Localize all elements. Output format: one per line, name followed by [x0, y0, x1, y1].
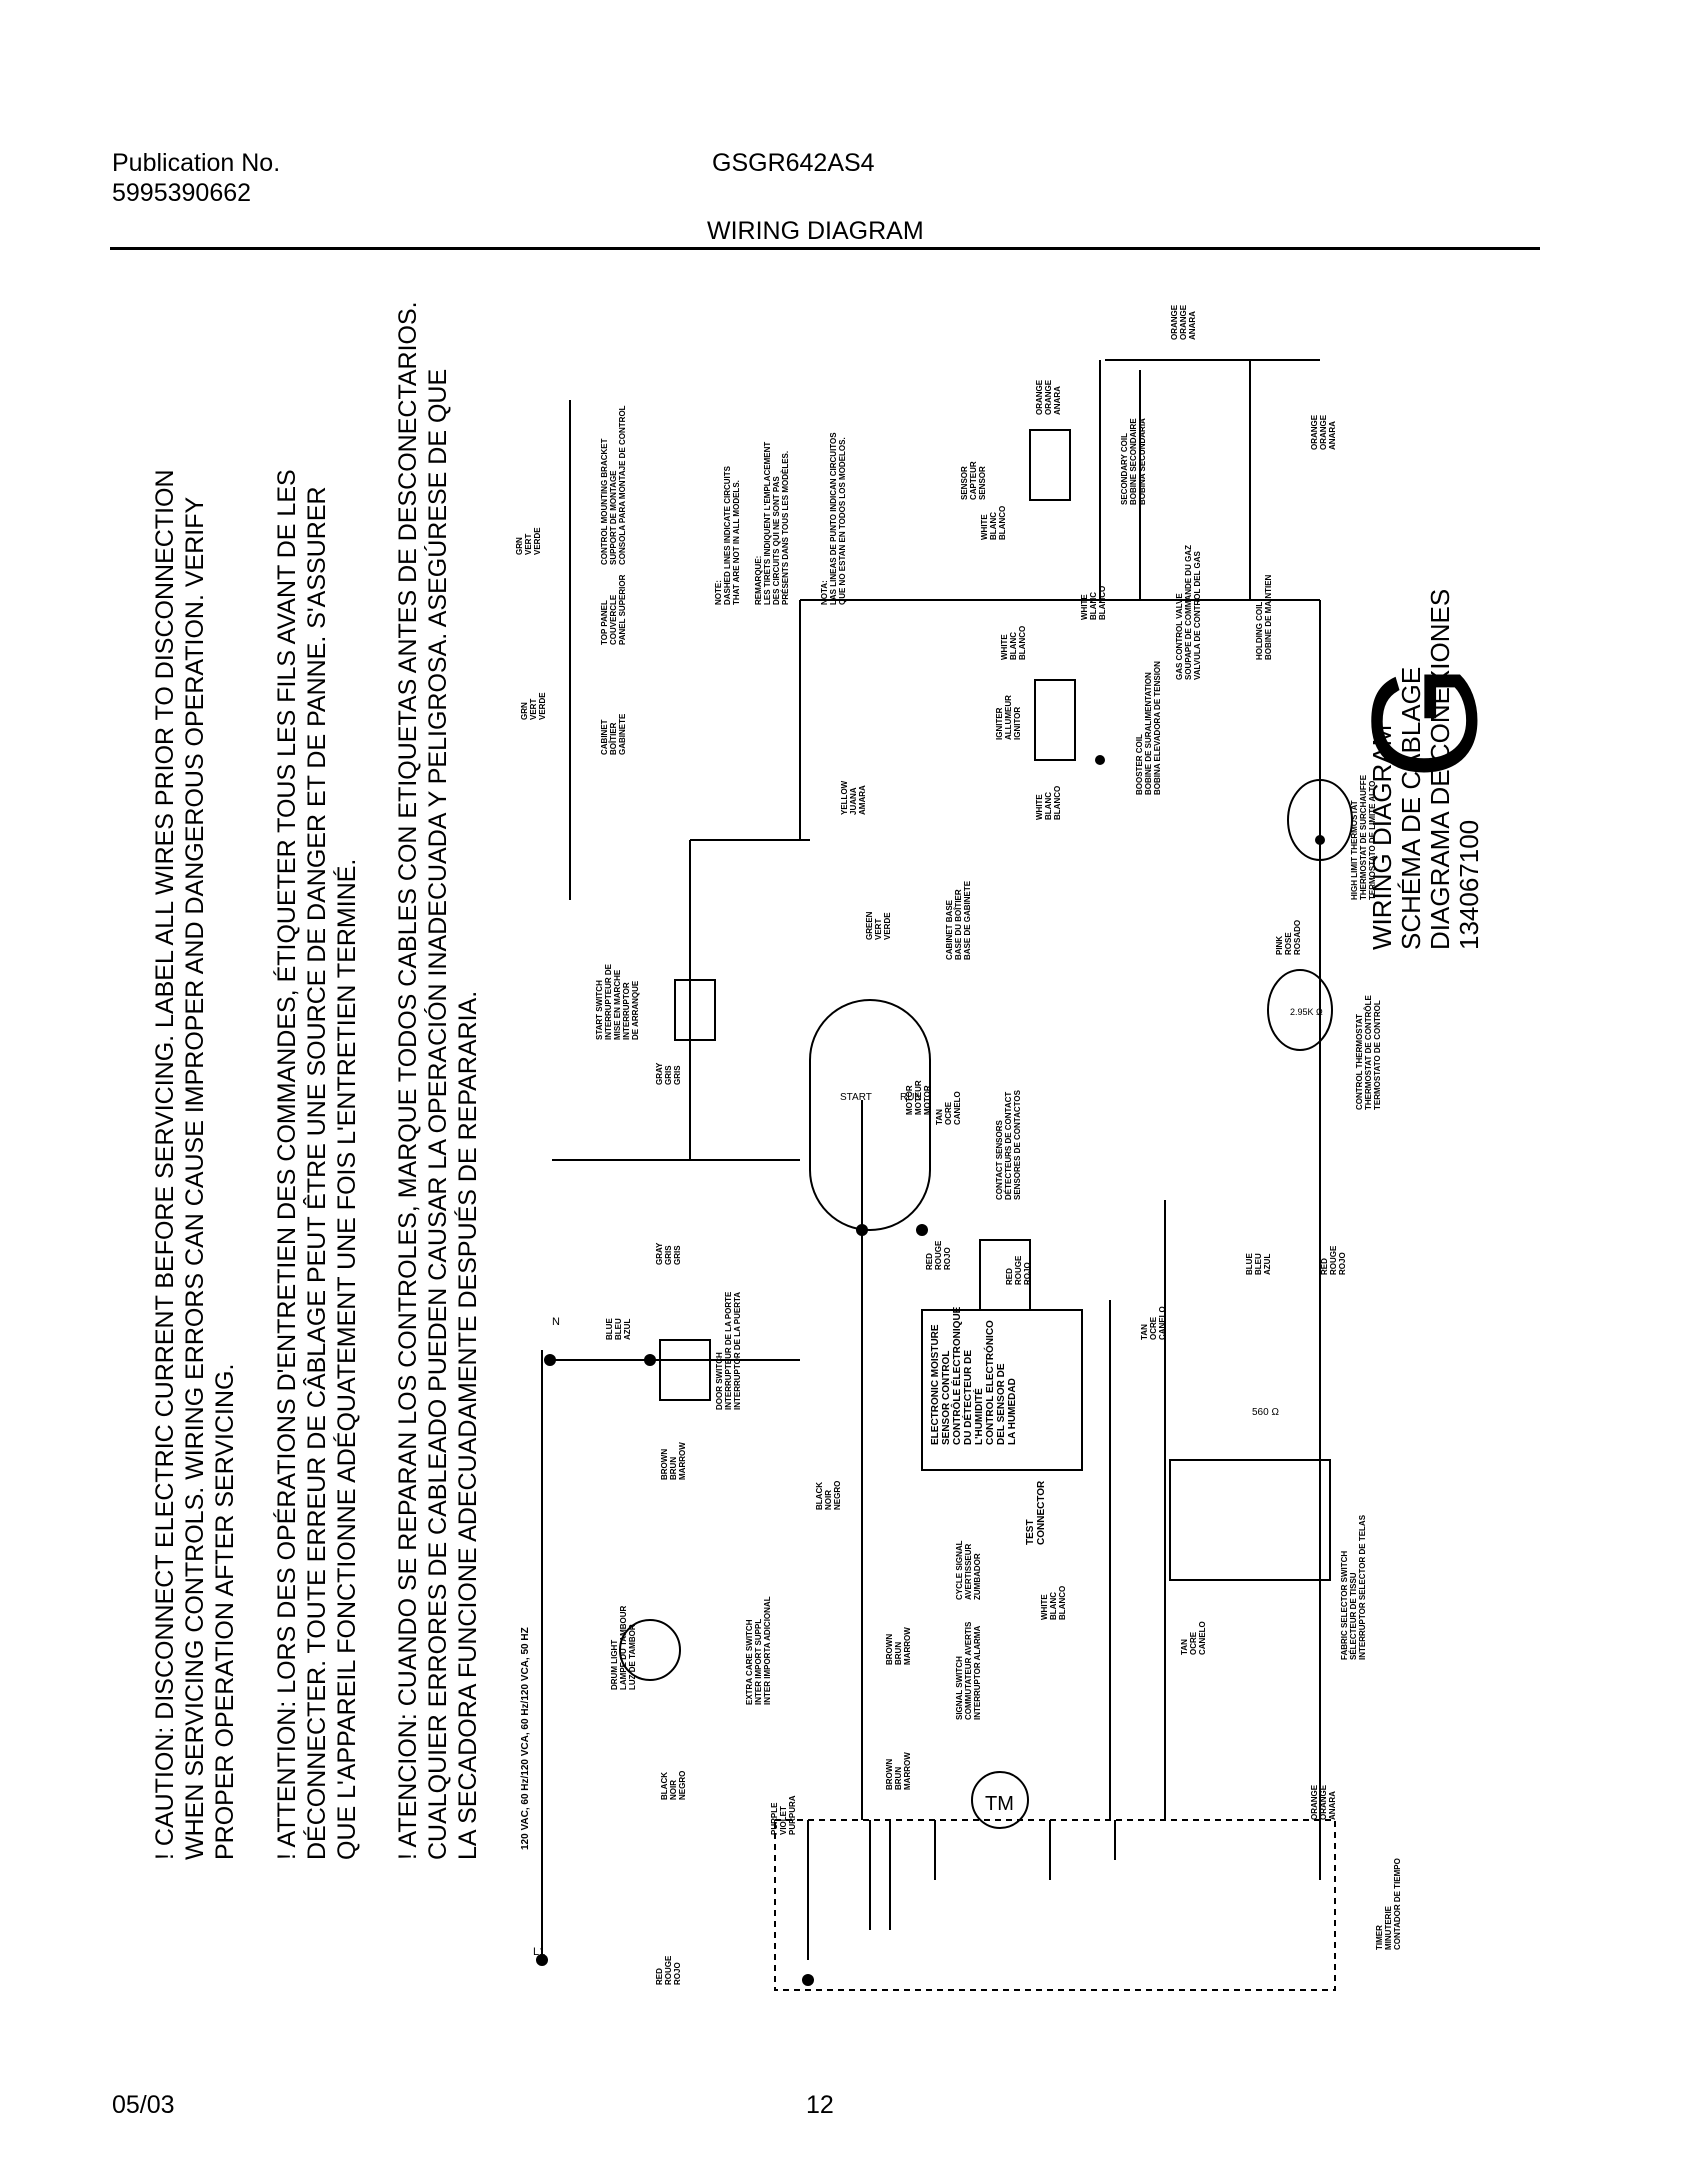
model-number: GSGR642AS4: [712, 149, 875, 177]
run-winding-label: RUN: [900, 1092, 922, 1103]
n-label: N: [552, 1316, 560, 1328]
section-title: WIRING DIAGRAM: [707, 217, 924, 245]
thermistor-label: 2.95K Ω: [1290, 1007, 1323, 1017]
start-winding-label: START: [840, 1092, 872, 1103]
header-rule: [110, 247, 1540, 250]
page-number: 12: [806, 2091, 834, 2119]
publication-label: Publication No.: [112, 149, 281, 177]
tm-label: TM: [985, 1793, 1014, 1815]
resistor-label: 560 Ω: [1252, 1407, 1279, 1418]
footer-date: 05/03: [112, 2091, 175, 2119]
l1-label: L1: [533, 1946, 545, 1958]
publication-number: 5995390662: [112, 179, 252, 207]
